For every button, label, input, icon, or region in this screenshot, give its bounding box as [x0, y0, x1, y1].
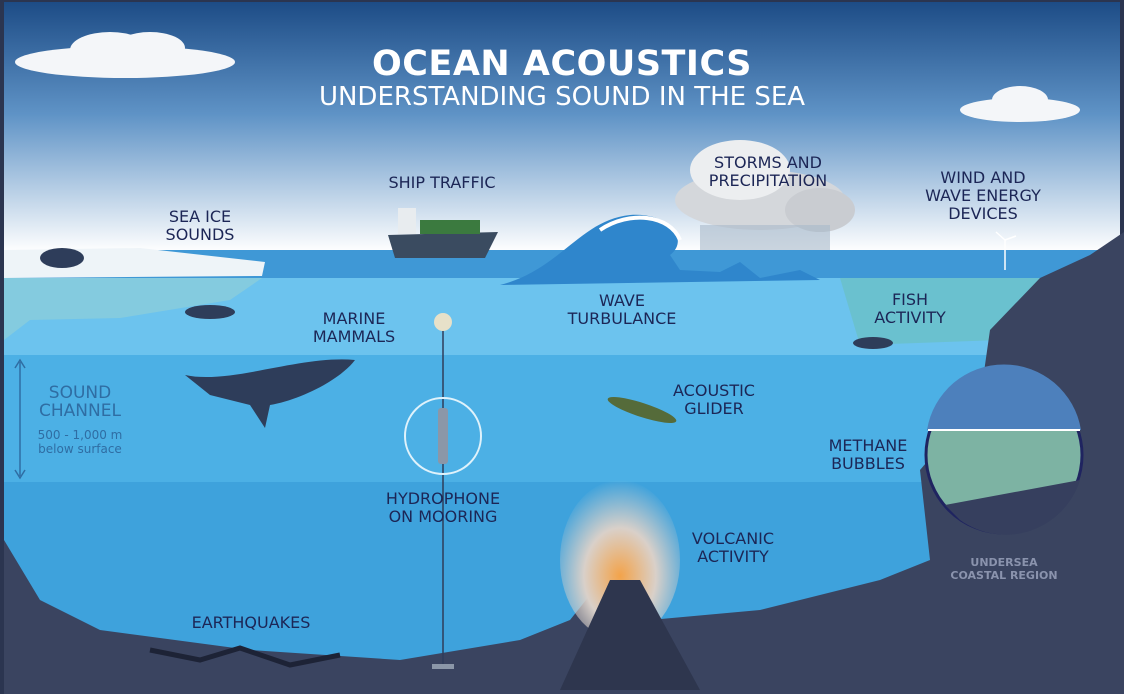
whale-icon — [185, 359, 355, 428]
undersea-coastal-inset — [924, 364, 1084, 535]
sound-channel-note: below surface — [38, 442, 122, 456]
label-line: BUBBLES — [831, 454, 905, 473]
label-line: ACTIVITY — [874, 308, 946, 327]
inset-caption-line: UNDERSEA — [970, 556, 1038, 569]
wind-turbine-icon — [995, 231, 1017, 270]
storm-cloud-icon — [675, 140, 855, 250]
label-line: ON MOORING — [388, 507, 498, 526]
ship-icon — [388, 208, 498, 258]
sound-channel-title-2: CHANNEL — [39, 401, 121, 421]
hydrophone-mooring — [404, 313, 482, 669]
label-earthquakes: EARTHQUAKES — [192, 614, 311, 632]
label-line: WAVE ENERGY — [925, 186, 1041, 205]
inset-caption-line: COASTAL REGION — [950, 569, 1058, 582]
label-line: WAVE — [599, 291, 645, 310]
label-line: ACTIVITY — [697, 547, 769, 566]
volcano — [560, 580, 700, 690]
sound-channel-title-1: SOUND — [48, 383, 112, 403]
cloud-icon — [15, 32, 1080, 122]
seal-icon — [40, 248, 84, 268]
label-line: SOUNDS — [165, 225, 235, 244]
page-subtitle: UNDERSTANDING SOUND IN THE SEA — [318, 82, 806, 112]
label-line: GLIDER — [684, 399, 744, 418]
sky — [4, 2, 1120, 252]
sound-channel-arrow — [14, 358, 26, 480]
hydrophone-icon — [404, 397, 482, 475]
label-line: PRECIPITATION — [708, 171, 828, 190]
label-line: FISH — [891, 290, 929, 309]
label-line: EARTHQUAKES — [191, 613, 311, 632]
label-ship-traffic: SHIP TRAFFIC — [388, 174, 495, 192]
label-line: VOLCANIC — [691, 529, 775, 548]
acoustic-glider-icon — [607, 397, 677, 423]
fish-icon — [853, 337, 893, 349]
seafloor — [4, 540, 930, 694]
label-line: SHIP TRAFFIC — [388, 173, 496, 192]
label-line: WIND AND — [940, 168, 1026, 187]
label-line: DEVICES — [948, 204, 1018, 223]
breaking-wave — [500, 214, 820, 285]
label-line: MARINE — [322, 309, 386, 328]
label-line: HYDROPHONE — [385, 489, 501, 508]
label-line: TURBULANCE — [567, 309, 677, 328]
label-line: ACOUSTIC — [673, 381, 755, 400]
label-line: SEA ICE — [168, 207, 232, 226]
page-title: OCEAN ACOUSTICS — [371, 44, 753, 84]
inset-caption: UNDERSEA COASTAL REGION — [950, 556, 1057, 582]
label-line: MAMMALS — [312, 327, 396, 346]
sound-channel-label: SOUND CHANNEL 500 - 1,000 m below surfac… — [38, 384, 123, 456]
seal-swimming-icon — [185, 305, 235, 319]
earthquake-cracks — [149, 645, 341, 668]
label-line: STORMS AND — [714, 153, 822, 172]
sound-channel-depth: 500 - 1,000 m — [37, 428, 123, 442]
label-line: METHANE — [828, 436, 908, 455]
